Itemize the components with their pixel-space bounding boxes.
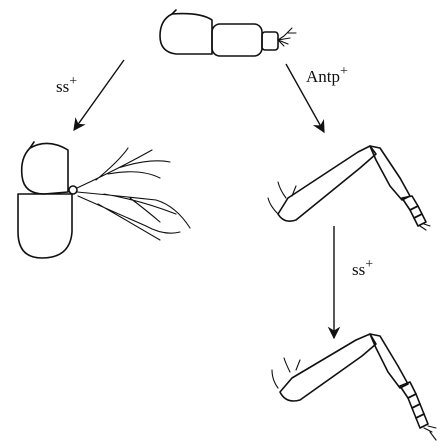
wildtype-antenna (160, 10, 296, 56)
arrow-to-left (74, 60, 124, 130)
down-arrow-label: ss+ (352, 257, 373, 279)
ss-antenna (18, 142, 190, 258)
left-arrow-label: ss+ (56, 74, 77, 96)
antp-leg (268, 146, 430, 230)
right-arrow-label: Antp+ (306, 64, 348, 86)
ss-leg (272, 334, 436, 440)
